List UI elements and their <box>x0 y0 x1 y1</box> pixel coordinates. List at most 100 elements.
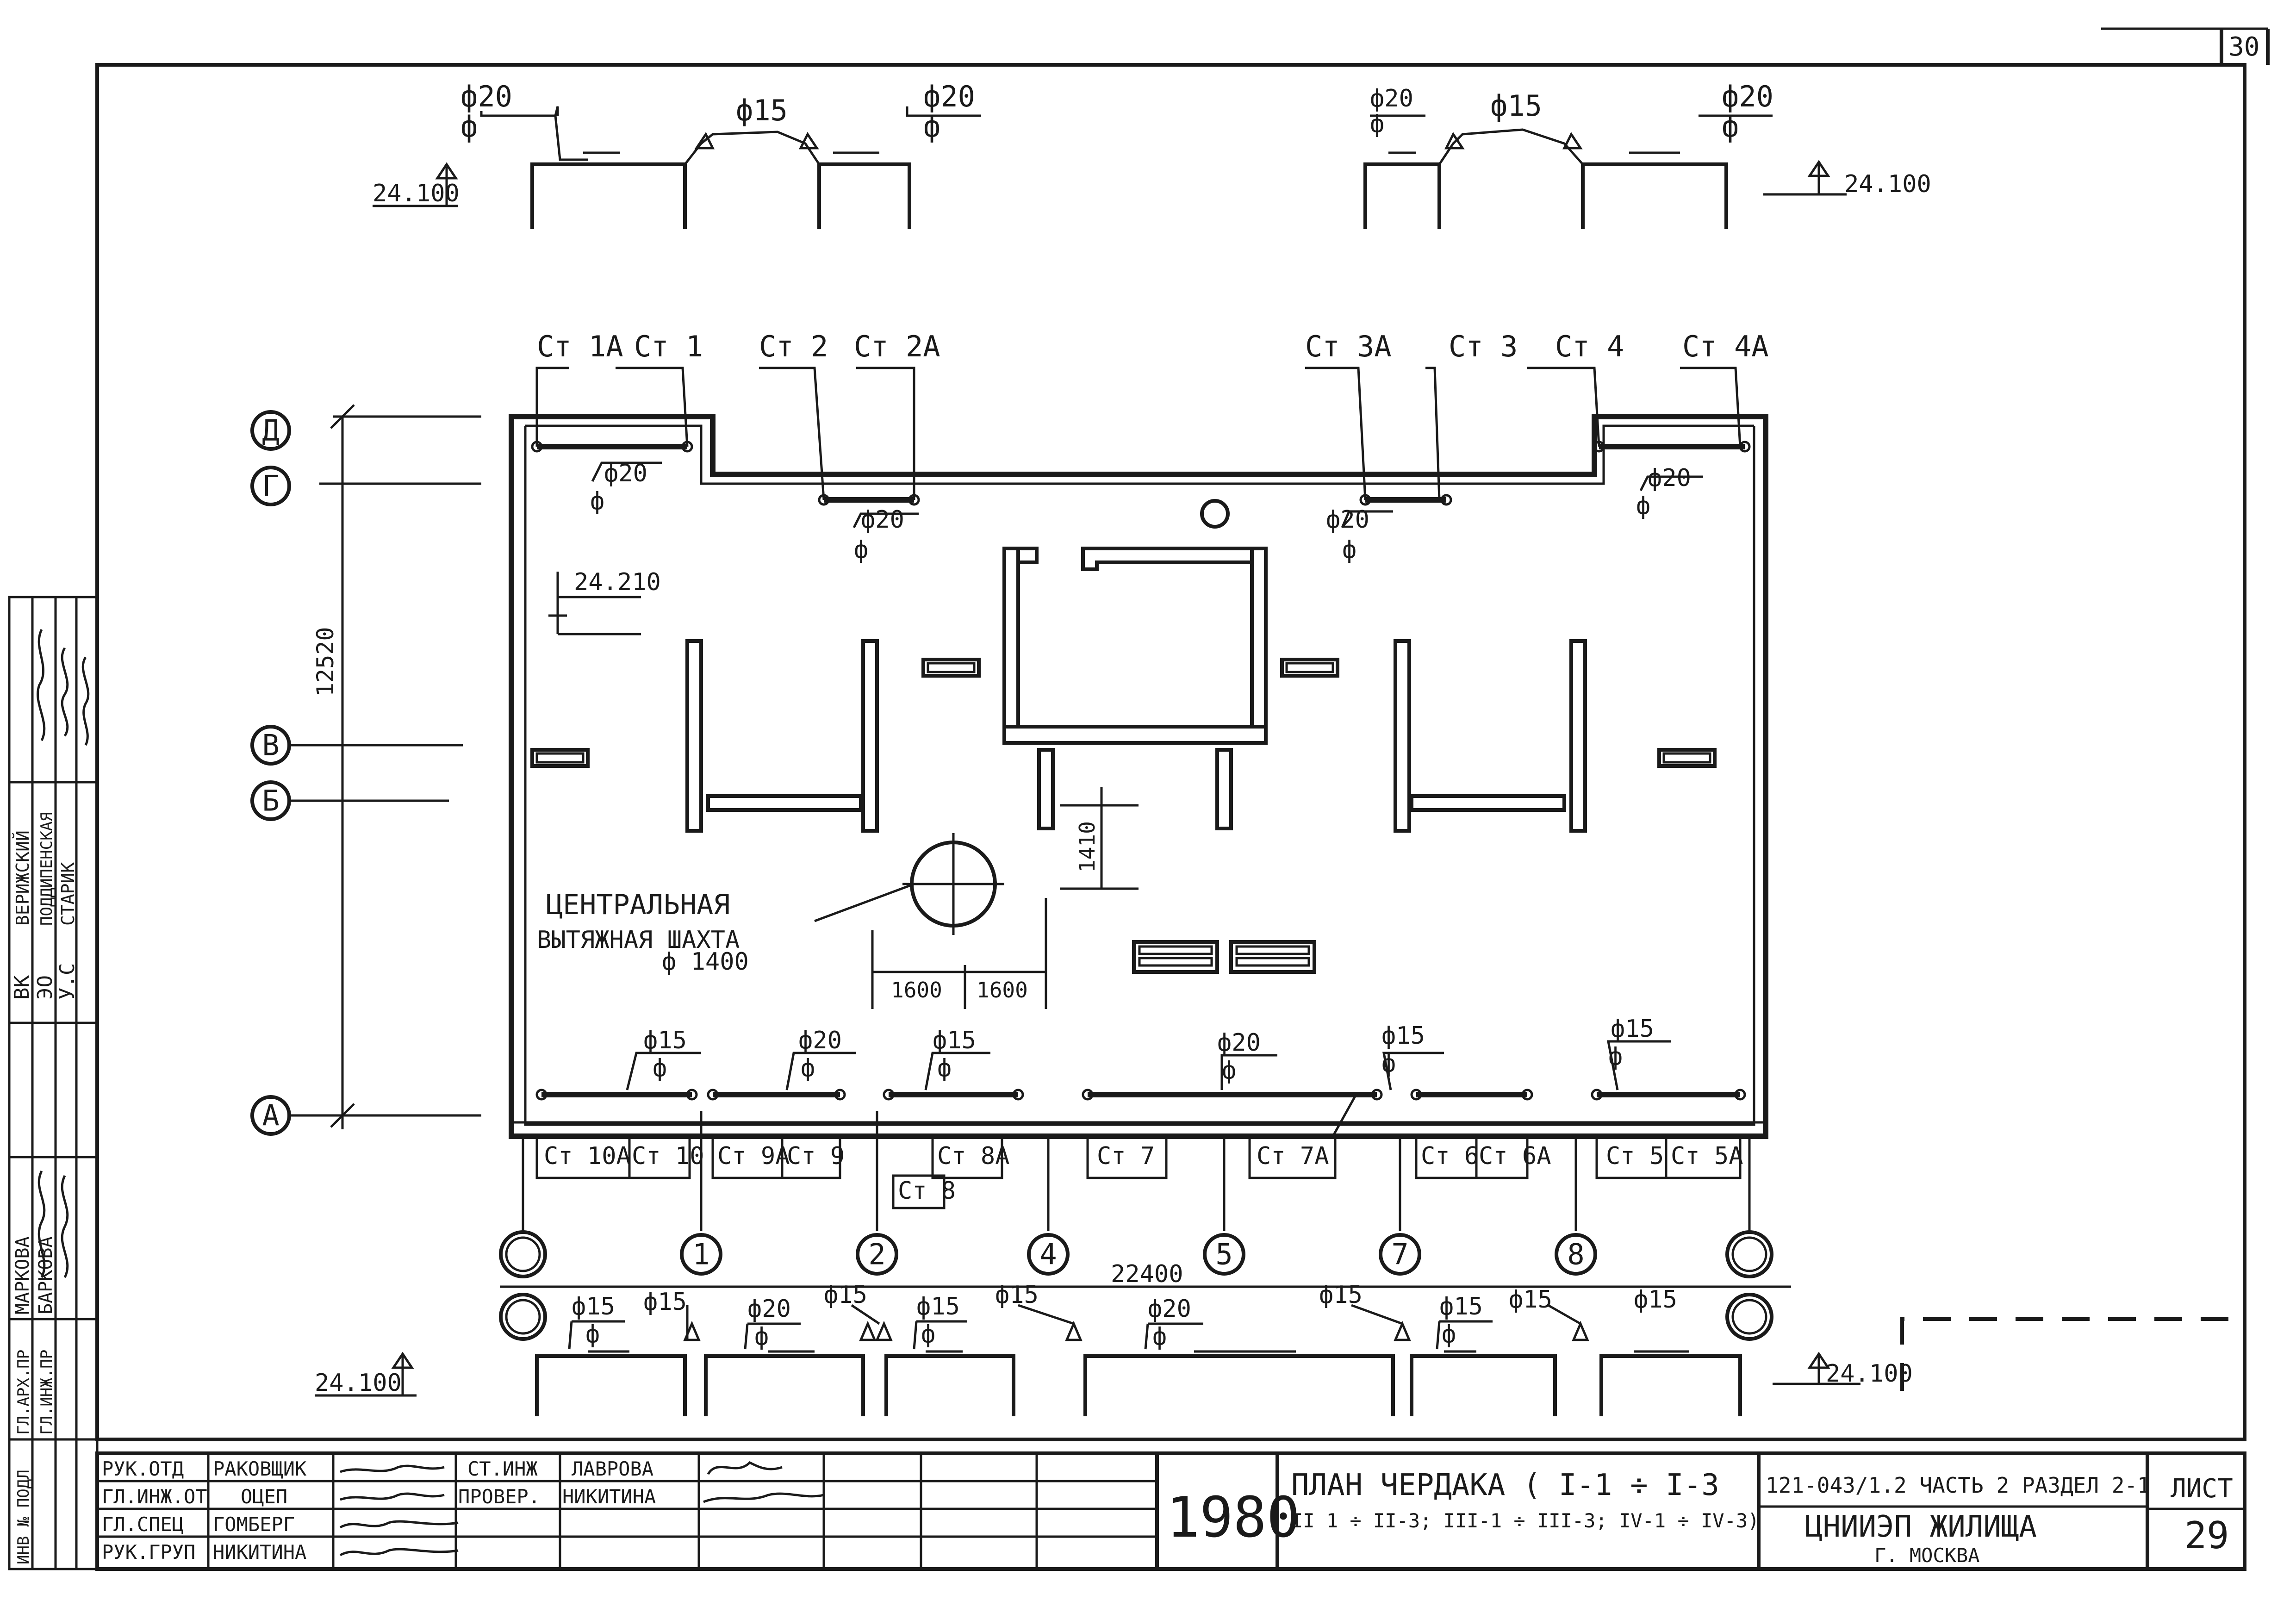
pipe-callout-d15: ф15 <box>736 93 788 127</box>
pipe-callout-d15: ф15 <box>1319 1281 1363 1309</box>
riser-label-st8a: Ст 8А <box>937 1142 1010 1170</box>
pipe-callout-d20: ф20 <box>1326 506 1369 534</box>
pipe-callout-d20: ф20 <box>798 1027 842 1054</box>
pipe-callout-phi: ф <box>801 1054 815 1082</box>
riser-label-st9a: Ст 9А <box>717 1142 790 1170</box>
pipe-callout-phi: ф <box>923 110 940 143</box>
pipe-callout-d15: ф15 <box>1381 1022 1425 1050</box>
pipe-callout-phi: ф <box>937 1054 952 1082</box>
pipe-callout-phi: ф <box>1722 110 1739 143</box>
stamp-dept-us: У.С <box>56 963 79 1000</box>
riser-label-st7a: Ст 7А <box>1257 1142 1329 1170</box>
riser-label-st1: Ст 1 <box>634 330 703 363</box>
pipe-callout-phi: ф <box>921 1320 935 1348</box>
staff2-role-0: СТ.ИНЖ <box>467 1457 538 1480</box>
svg-text:8: 8 <box>1567 1238 1584 1271</box>
riser-label-st6: Ст 6 <box>1421 1142 1479 1170</box>
pipe-callout-d15: ф15 <box>933 1027 976 1054</box>
pipe-callout-phi: ф <box>653 1054 667 1082</box>
pipe-callout-d20: ф20 <box>604 460 647 487</box>
elevation-top-right: 24.100 <box>1844 170 1931 198</box>
organization-name: ЦНИИЭП ЖИЛИЩА <box>1805 1510 2037 1544</box>
pipe-callout-phi: ф <box>1381 1050 1396 1077</box>
stamp-role-gl-inzh: ГЛ.ИНЖ.ПР <box>37 1350 56 1435</box>
pipe-callout-d15: ф15 <box>643 1027 687 1054</box>
pipe-callout-d15: ф15 <box>643 1288 687 1316</box>
riser-label-st8: Ст 8 <box>898 1177 956 1205</box>
interior-walls <box>530 499 1717 974</box>
pipe-callout-phi: ф <box>585 1320 600 1348</box>
pipe-callout-d20: ф20 <box>1148 1295 1191 1323</box>
axis-marker-7: 7 <box>1379 1233 1421 1276</box>
riser-label-st6a: Ст 6А <box>1479 1142 1551 1170</box>
shaft-label-line3: ф 1400 <box>662 948 749 976</box>
shaft-offset-dim: 1410 <box>1075 821 1100 872</box>
svg-text:Б: Б <box>262 784 279 818</box>
column-axes: 22400 1 2 4 5 7 8 <box>499 1111 1791 1341</box>
axis-marker-4: 4 <box>1027 1233 1070 1276</box>
stamp-dept-eo: ЭО <box>33 975 57 1000</box>
stamp-name-poddipenskaya: ПОДДИПЕНСКАЯ <box>37 812 56 926</box>
stamp-dept-vk: ВК <box>10 975 34 1000</box>
staff2-name-0: ЛАВРОВА <box>572 1457 653 1480</box>
svg-text:В: В <box>262 729 279 762</box>
svg-text:5: 5 <box>1215 1238 1232 1271</box>
pipe-callout-d15: ф15 <box>1439 1293 1483 1320</box>
riser-label-st3a: Ст 3А <box>1305 330 1392 363</box>
pipe-callout-d20: ф20 <box>747 1295 791 1323</box>
pipe-callout-phi: ф <box>460 110 478 143</box>
staff2-role-1: ПРОВЕР. <box>458 1485 540 1508</box>
pipe-callout-phi: ф <box>854 536 868 564</box>
pipe-callout-d15: ф15 <box>1509 1286 1552 1314</box>
riser-label-st10: Ст 10 <box>632 1142 704 1170</box>
riser-label-st5a: Ст 5А <box>1671 1142 1743 1170</box>
stamp-inventory-no: ИНВ № ПОДЛ <box>14 1470 33 1564</box>
top-section-sketches: ф20 ф ф15 ф20 ф 24.100 ф20 ф ф15 ф20 ф 2… <box>373 80 1931 229</box>
pipe-callout-d20: ф20 <box>861 506 904 534</box>
bottom-section-sketches: ф15 ф ф15 ф20 ф ф15 ф15 ф ф15 ф20 ф ф15 … <box>315 1281 1913 1416</box>
sheet-corner-number: 30 <box>2228 32 2259 62</box>
staff-role-0: РУК.ОТД <box>102 1457 184 1480</box>
svg-text:2: 2 <box>868 1238 885 1271</box>
drawing-title-line1: ПЛАН ЧЕРДАКА ( I-1 ÷ I-3 <box>1291 1468 1719 1502</box>
pipe-callout-d20: ф20 <box>1722 80 1773 113</box>
svg-text:Г: Г <box>262 469 279 503</box>
pipe-callout-d15: ф15 <box>572 1293 615 1320</box>
svg-text:1: 1 <box>692 1238 709 1271</box>
stamp-name-barkova: БАРКОВА <box>35 1236 56 1314</box>
axis-marker-B: Б <box>250 780 291 821</box>
pipe-callout-d15: ф15 <box>824 1281 867 1309</box>
pipe-callout-phi: ф <box>1442 1320 1456 1348</box>
staff-role-3: РУК.ГРУП <box>102 1541 195 1563</box>
staff-name-2: ГОМБЕРГ <box>213 1513 295 1536</box>
staff-name-0: РАКОВЩИК <box>213 1457 307 1480</box>
stamp-name-verizhsky: ВЕРИЖСКИЙ <box>12 830 33 926</box>
row-axes: 12520 Д Г В Б А <box>250 404 481 1136</box>
stamp-role-gl-arh: ГЛ.АРХ.ПР <box>14 1350 33 1435</box>
pipe-callout-phi: ф <box>590 487 604 515</box>
shaft-label-line1: ЦЕНТРАЛЬНАЯ <box>546 889 730 921</box>
central-exhaust-shaft: ЦЕНТРАЛЬНАЯ ВЫТЯЖНАЯ ШАХТА ф 1400 1600 1… <box>537 787 1139 1009</box>
riser-label-st4: Ст 4 <box>1555 330 1624 363</box>
sheet-label: ЛИСТ <box>2171 1474 2233 1504</box>
riser-label-st2a: Ст 2А <box>854 330 940 363</box>
axis-marker-2: 2 <box>856 1233 898 1276</box>
stamp-name-starik: СТАРИК <box>58 862 78 926</box>
pipe-callout-d15: ф15 <box>1611 1015 1654 1043</box>
height-dimension: 12520 <box>312 627 339 697</box>
pipe-callout-d15: ф15 <box>1490 89 1542 123</box>
pipe-callout-phi: ф <box>1370 110 1384 138</box>
drawing-title-line2: II 1 ÷ II-3; III-1 ÷ III-3; IV-1 ÷ IV-3) <box>1291 1509 1759 1532</box>
pipe-callout-d15: ф15 <box>1634 1286 1677 1314</box>
pipe-callout-d15: ф15 <box>916 1293 960 1320</box>
riser-label-st10a: Ст 10А <box>544 1142 631 1170</box>
drawing-year: 1980 <box>1166 1486 1300 1550</box>
bottom-riser-group: Ст 10А Ст 10 Ст 9А Ст 9 Ст 8А Ст 8 Ст 7 … <box>535 1015 1746 1209</box>
riser-label-st2: Ст 2 <box>759 330 828 363</box>
pipe-callout-d15: ф15 <box>995 1281 1039 1309</box>
riser-label-st9: Ст 9 <box>787 1142 845 1170</box>
axis-marker-5: 5 <box>1203 1233 1245 1276</box>
pipe-callout-phi: ф <box>1636 492 1650 520</box>
axis-marker-A: А <box>250 1095 291 1136</box>
